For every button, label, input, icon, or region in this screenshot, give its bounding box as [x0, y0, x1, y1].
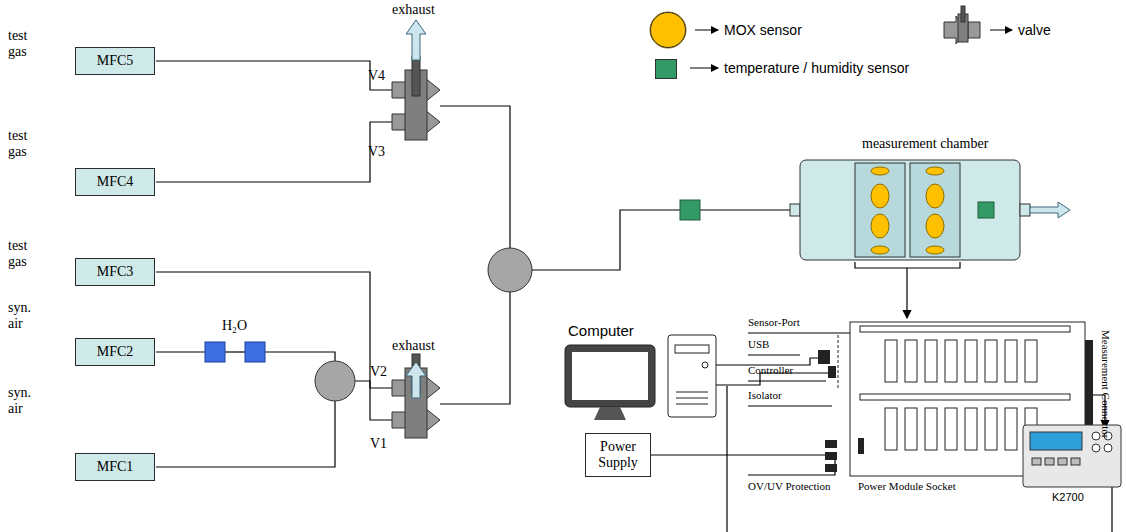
- part-label: test gas: [8, 128, 44, 160]
- mox-symbol: [650, 12, 686, 48]
- legend-swatch: [650, 12, 686, 48]
- node-label: MFC5: [97, 53, 134, 69]
- part-label: Computer: [568, 322, 634, 339]
- legend-label: MOX sensor: [724, 22, 802, 38]
- part-label: Sensor-Port: [748, 316, 800, 329]
- part-label: USB: [748, 338, 769, 351]
- legend-label: valve: [1018, 22, 1051, 38]
- part-label: test gas: [8, 238, 44, 270]
- node-label: MFC1: [97, 459, 134, 475]
- mfc-box: MFC3: [75, 258, 155, 286]
- mfc-box: MFC4: [75, 168, 155, 196]
- part-label: V4: [368, 68, 385, 84]
- mfc-box: MFC2: [75, 338, 155, 366]
- mfc-box: MFC5: [75, 47, 155, 75]
- part-label: Isolator: [748, 389, 782, 402]
- part-label: Controller: [748, 364, 793, 377]
- part-label: H₂O: [222, 318, 247, 334]
- node-label: MFC3: [97, 264, 134, 280]
- node-label: MFC4: [97, 174, 134, 190]
- part-label: V2: [370, 364, 387, 380]
- part-label: V3: [368, 144, 385, 160]
- part-label: exhaust: [392, 338, 435, 354]
- part-label: measurement chamber: [862, 136, 988, 152]
- part-label: K2700: [1052, 491, 1084, 504]
- node-label: MFC2: [97, 344, 134, 360]
- part-label: OV/UV Protection: [748, 480, 831, 493]
- legend-swatch: [655, 59, 677, 79]
- mfc-box: MFC1: [75, 453, 155, 481]
- part-label: test gas: [8, 28, 44, 60]
- part-label: Power Module Socket: [858, 480, 956, 493]
- part-label: exhaust: [392, 2, 435, 18]
- part-label: syn. air: [8, 300, 44, 332]
- part-label: syn. air: [8, 385, 44, 417]
- part-label: Measurement Connector: [1099, 330, 1112, 438]
- node-label: Power Supply: [593, 439, 643, 471]
- legend-label: temperature / humidity sensor: [724, 60, 909, 76]
- part-label: V1: [370, 436, 387, 452]
- power-supply-box: Power Supply: [585, 433, 651, 477]
